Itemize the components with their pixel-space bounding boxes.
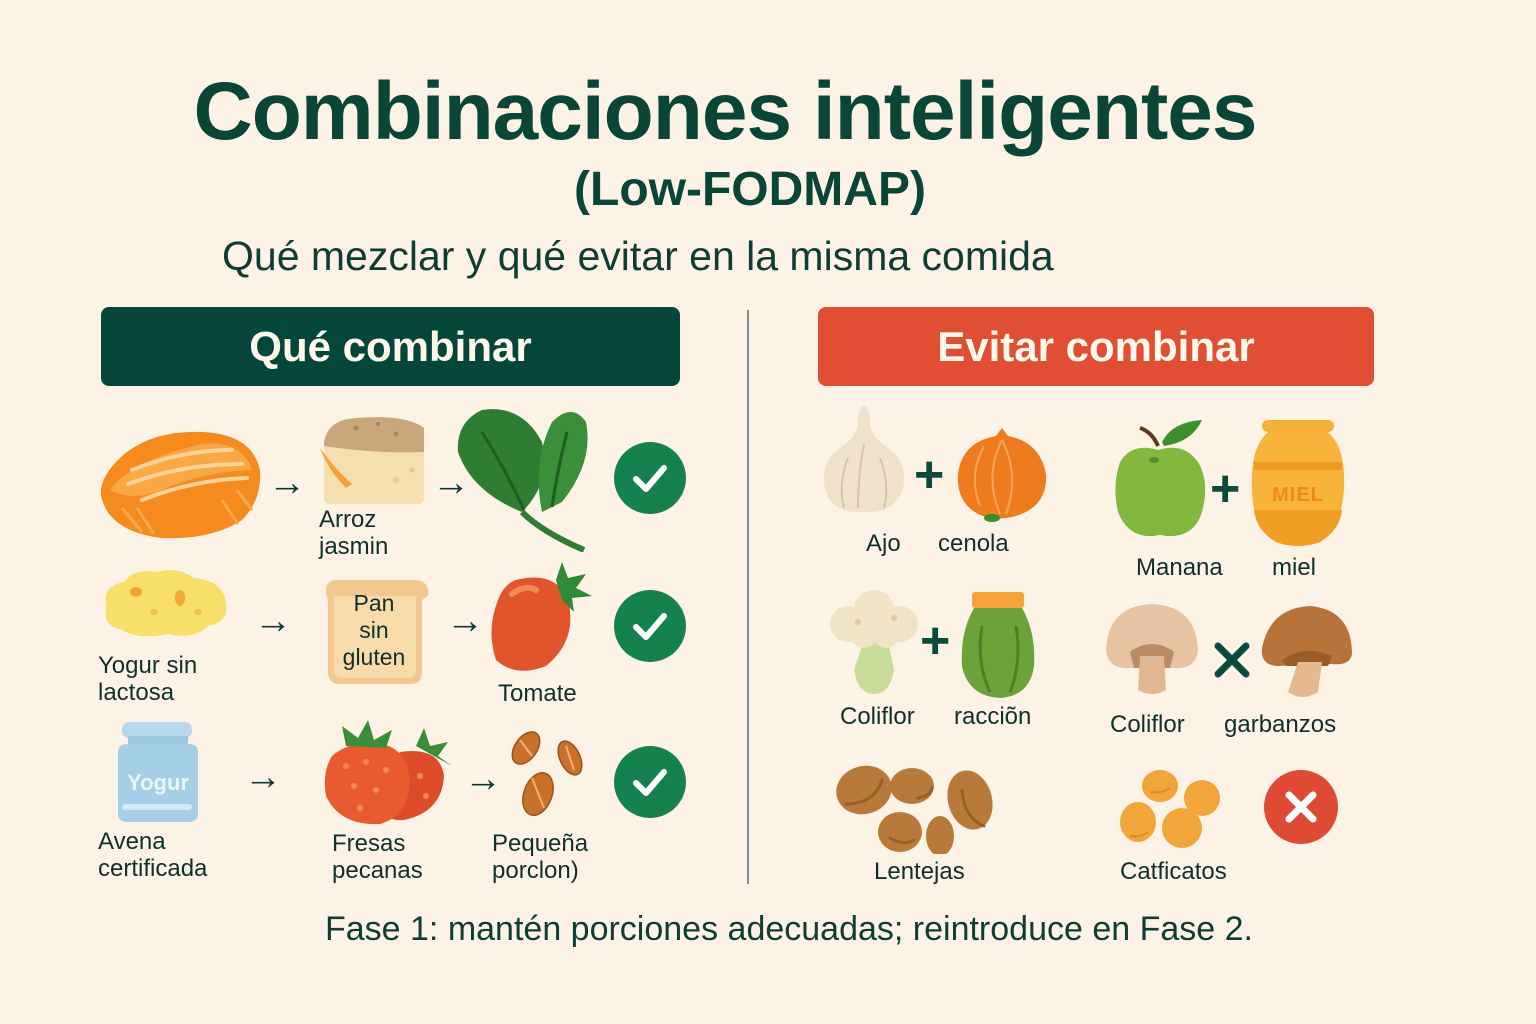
rice-block-icon	[316, 414, 428, 506]
yogurt-jar-text: Yogur	[127, 770, 189, 795]
honey-jar-icon: MIEL	[1250, 418, 1346, 548]
item-label-tomate: Tomate	[498, 680, 577, 707]
bad-panel-header: Evitar combinar	[818, 307, 1374, 386]
item-label-garbanzos: garbanzos	[1224, 711, 1337, 738]
item-label-fresas-pecanas: Fresas pecanas	[332, 830, 423, 884]
item-label-cenola: cenola	[938, 530, 1009, 557]
green-apple-icon	[1112, 416, 1208, 540]
arrow-right-icon: →	[254, 600, 292, 642]
page-tagline: Qué mezclar y qué evitar en la misma com…	[222, 233, 1054, 279]
cross-mark-icon	[1214, 642, 1250, 678]
strawberries-icon	[320, 716, 456, 826]
chickpeas-icon	[1120, 764, 1220, 850]
item-label-yogur-sin-lactosa: Yogur sin lactosa	[98, 652, 198, 706]
green-pot-icon	[960, 592, 1036, 700]
item-label-miel: miel	[1272, 554, 1317, 581]
scrambled-cheese-icon	[98, 566, 230, 640]
item-label-arroz-jasmin: Arroz jasmin	[319, 506, 389, 560]
check-icon	[614, 746, 686, 818]
item-label-ajo: Ajo	[866, 530, 901, 557]
salmon-icon	[92, 420, 266, 542]
item-label-pan-sin-gluten: Pan sin gluten	[342, 590, 406, 670]
arrow-right-icon: →	[432, 462, 470, 504]
arrow-right-icon: →	[268, 462, 306, 504]
arrow-right-icon: →	[446, 600, 484, 642]
item-label-raccion: racciõn	[954, 703, 1032, 730]
footer-note: Fase 1: mantén porciones adecuadas; rein…	[324, 910, 1253, 948]
onion-icon	[954, 426, 1050, 524]
cross-icon	[1264, 770, 1338, 844]
item-label-coliflor: Coliflor	[840, 703, 915, 730]
arrow-right-icon: →	[464, 758, 502, 800]
page-title: Combinaciones inteligentes	[193, 66, 1258, 157]
honey-jar-text: MIEL	[1272, 484, 1324, 506]
good-panel-heading: Qué combinar	[249, 322, 532, 370]
check-icon	[614, 590, 686, 662]
cauliflower-icon	[824, 590, 924, 694]
plus-icon: +	[1210, 460, 1241, 518]
pecans-icon	[502, 728, 594, 820]
mushroom-brown-icon	[1258, 604, 1354, 700]
item-label-coliflor-2: Coliflor	[1110, 711, 1185, 738]
good-panel-header: Qué combinar	[101, 307, 680, 386]
item-label-pequena-porcion: Pequeña porclon)	[492, 830, 589, 884]
tomato-icon	[486, 560, 594, 676]
page-subtitle: (Low-FODMAP)	[574, 163, 926, 216]
bad-panel-heading: Evitar combinar	[937, 322, 1255, 370]
item-label-avena-certificada: Avena certificada	[98, 828, 208, 882]
item-label-lentejas: Lentejas	[874, 858, 965, 885]
item-label-manana: Manana	[1136, 554, 1223, 581]
lentils-icon	[834, 760, 1018, 854]
garlic-icon	[818, 404, 910, 514]
spinach-icon	[452, 402, 592, 552]
yogurt-jar-icon: Yogur	[112, 722, 204, 822]
bread-slice-icon: Pan sin gluten	[318, 574, 430, 686]
plus-icon: +	[914, 446, 945, 504]
plus-icon: +	[920, 612, 951, 670]
arrow-right-icon: →	[244, 756, 282, 798]
column-divider	[747, 310, 749, 884]
check-icon	[614, 442, 686, 514]
item-label-catficatos: Catficatos	[1120, 858, 1227, 885]
mushroom-light-icon	[1104, 600, 1200, 698]
